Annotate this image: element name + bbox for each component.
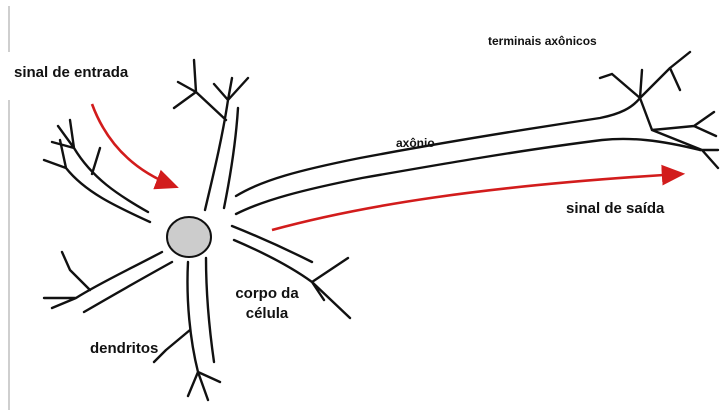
input-signal-arrow — [92, 104, 174, 186]
axon-label: axônio — [396, 136, 435, 150]
nucleus — [167, 217, 211, 257]
dendrite-top-inner — [224, 108, 238, 208]
input-signal-label: sinal de entrada — [14, 64, 128, 81]
dendrite-lower-left — [44, 252, 162, 308]
dendrite-top — [174, 60, 248, 210]
axon-terminals — [600, 52, 718, 168]
output-signal-label: sinal de saída — [566, 200, 664, 217]
left-edge-mark-lower — [8, 100, 10, 410]
dendrite-bottom-inner — [206, 258, 214, 362]
dendrites-label: dendritos — [90, 340, 158, 357]
left-edge-mark — [8, 6, 10, 52]
cell-body-label-line1: corpo da — [222, 284, 312, 304]
cell-body-label: corpo da célula — [222, 284, 312, 324]
axon-terminals-label: terminais axônicos — [488, 34, 597, 48]
dendrite-upper-left-inner — [44, 140, 150, 222]
cell-body-label-line2: célula — [222, 304, 312, 324]
